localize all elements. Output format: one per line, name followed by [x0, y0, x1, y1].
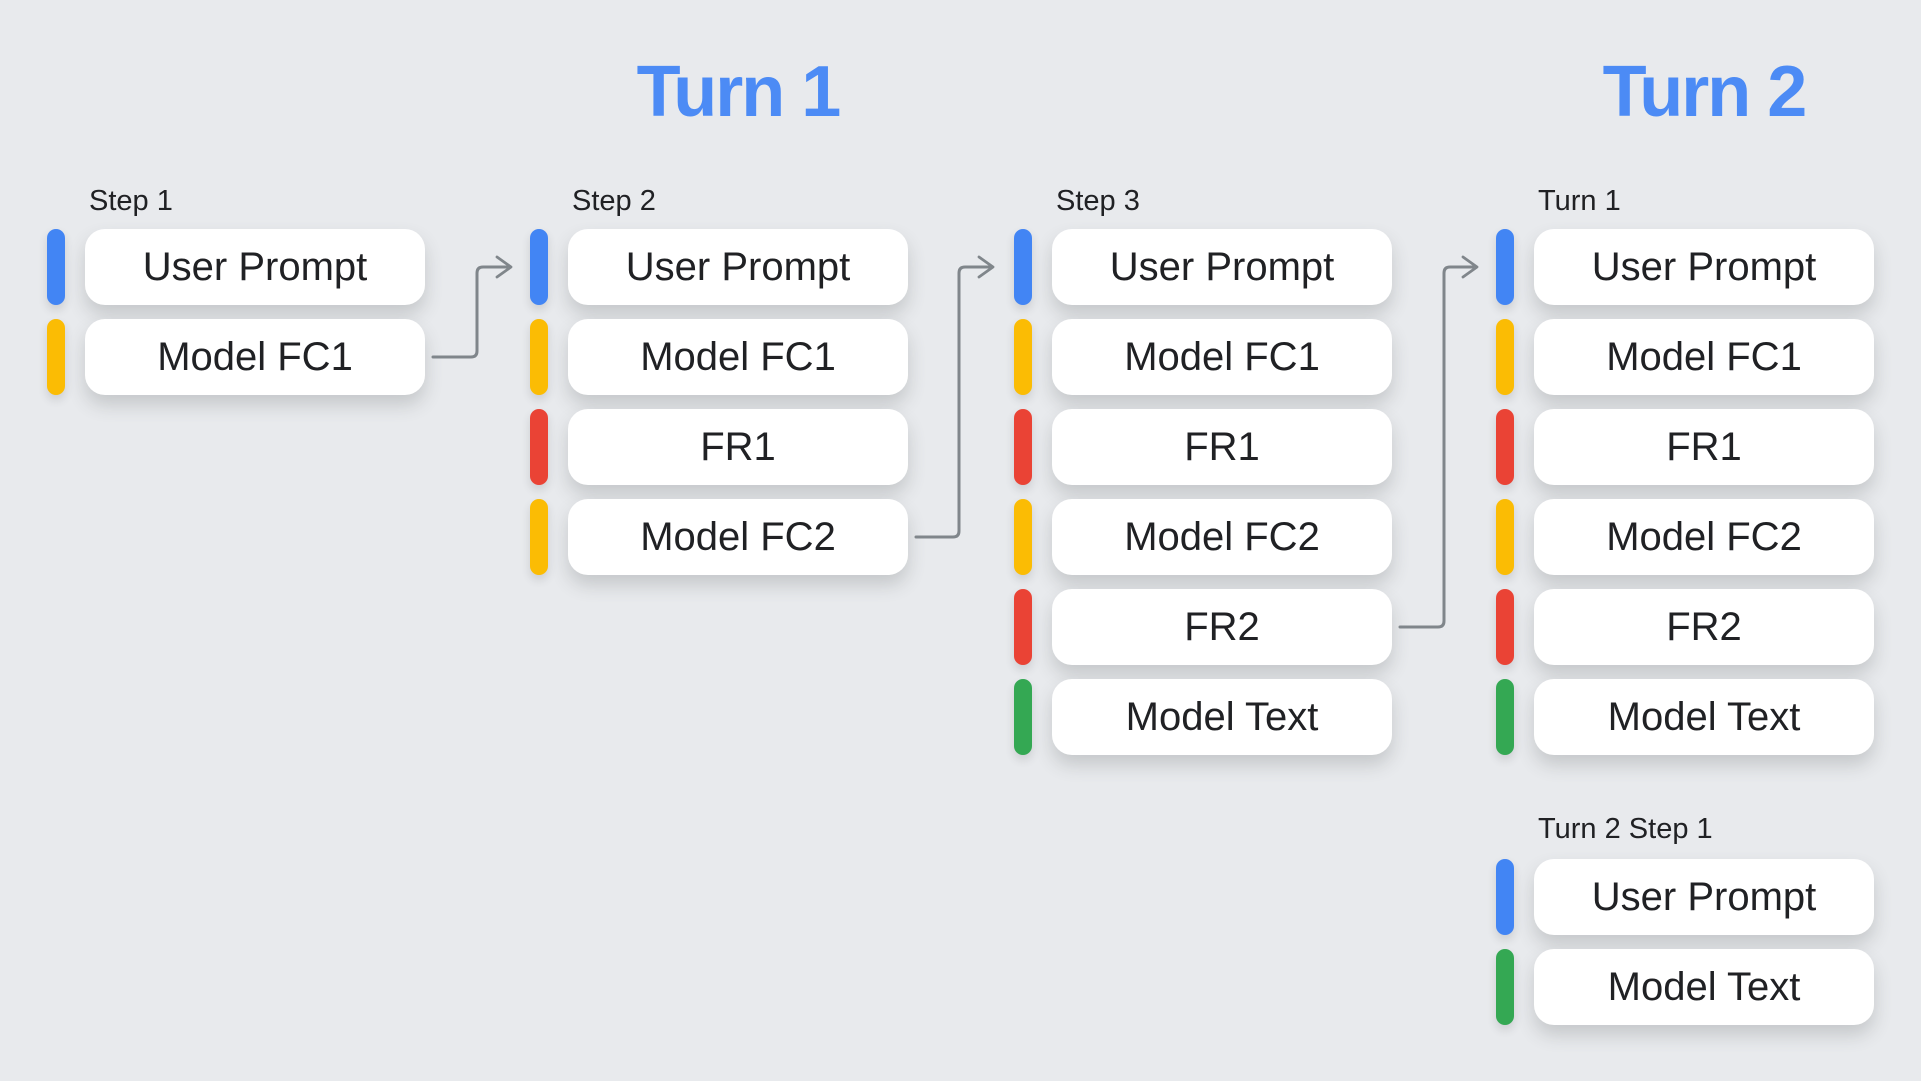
- model-fc-bar: [530, 499, 548, 575]
- arrow-step3-to-turn1: [1398, 265, 1475, 629]
- list-item: FR1: [530, 409, 908, 485]
- model-text-bar: [1014, 679, 1032, 755]
- turn-1-history-column: User Prompt Model FC1 FR1 Model FC2 FR2 …: [1496, 229, 1874, 755]
- arrowhead-step1-to-step2: [495, 255, 513, 279]
- list-item: FR1: [1496, 409, 1874, 485]
- user-prompt-card: User Prompt: [1534, 229, 1874, 305]
- model-text-bar: [1496, 949, 1514, 1025]
- list-item: User Prompt: [47, 229, 425, 305]
- function-response-bar: [1014, 409, 1032, 485]
- model-fc1-card: Model FC1: [85, 319, 425, 395]
- step-3-label: Step 3: [1056, 185, 1140, 217]
- step-2-label: Step 2: [572, 185, 656, 217]
- model-fc-bar: [1496, 319, 1514, 395]
- function-response-bar: [1496, 409, 1514, 485]
- function-response-bar: [530, 409, 548, 485]
- model-fc-bar: [530, 319, 548, 395]
- list-item: Model FC2: [1496, 499, 1874, 575]
- model-fc2-card: Model FC2: [568, 499, 908, 575]
- arrowhead-step2-to-step3: [977, 255, 995, 279]
- model-text-card: Model Text: [1052, 679, 1392, 755]
- model-fc2-card: Model FC2: [1052, 499, 1392, 575]
- list-item: User Prompt: [530, 229, 908, 305]
- model-fc-bar: [1496, 499, 1514, 575]
- user-prompt-bar: [1496, 229, 1514, 305]
- arrow-step1-to-step2: [431, 265, 509, 359]
- model-fc2-card: Model FC2: [1534, 499, 1874, 575]
- list-item: Model Text: [1014, 679, 1392, 755]
- model-fc1-card: Model FC1: [1052, 319, 1392, 395]
- list-item: Model Text: [1496, 949, 1874, 1025]
- model-fc-bar: [1014, 319, 1032, 395]
- user-prompt-bar: [47, 229, 65, 305]
- list-item: Model FC2: [530, 499, 908, 575]
- turn-1-title: Turn 1: [636, 52, 842, 132]
- list-item: Model FC1: [47, 319, 425, 395]
- model-text-card: Model Text: [1534, 679, 1874, 755]
- turn-2-step-1-column: User Prompt Model Text: [1496, 859, 1874, 1025]
- user-prompt-card: User Prompt: [85, 229, 425, 305]
- turn-1-column-label: Turn 1: [1538, 185, 1621, 217]
- model-fc1-card: Model FC1: [568, 319, 908, 395]
- model-fc-bar: [47, 319, 65, 395]
- list-item: Model FC1: [1496, 319, 1874, 395]
- user-prompt-card: User Prompt: [1534, 859, 1874, 935]
- step-3-column: User Prompt Model FC1 FR1 Model FC2 FR2 …: [1014, 229, 1392, 755]
- model-text-bar: [1496, 679, 1514, 755]
- list-item: User Prompt: [1014, 229, 1392, 305]
- fr2-card: FR2: [1534, 589, 1874, 665]
- model-fc1-card: Model FC1: [1534, 319, 1874, 395]
- list-item: User Prompt: [1496, 229, 1874, 305]
- user-prompt-bar: [1496, 859, 1514, 935]
- step-2-column: User Prompt Model FC1 FR1 Model FC2: [530, 229, 908, 575]
- fr1-card: FR1: [568, 409, 908, 485]
- user-prompt-bar: [1014, 229, 1032, 305]
- user-prompt-card: User Prompt: [1052, 229, 1392, 305]
- arrow-step2-to-step3: [914, 265, 991, 539]
- list-item: User Prompt: [1496, 859, 1874, 935]
- turn-2-title: Turn 2: [1602, 52, 1808, 132]
- user-prompt-bar: [530, 229, 548, 305]
- list-item: FR2: [1014, 589, 1392, 665]
- user-prompt-card: User Prompt: [568, 229, 908, 305]
- list-item: FR2: [1496, 589, 1874, 665]
- turn-2-step-1-label: Turn 2 Step 1: [1538, 813, 1713, 845]
- list-item: Model FC1: [1014, 319, 1392, 395]
- list-item: Model Text: [1496, 679, 1874, 755]
- arrowhead-step3-to-turn1: [1461, 255, 1479, 279]
- function-response-bar: [1014, 589, 1032, 665]
- list-item: FR1: [1014, 409, 1392, 485]
- step-1-column: User Prompt Model FC1: [47, 229, 425, 395]
- function-response-bar: [1496, 589, 1514, 665]
- step-1-label: Step 1: [89, 185, 173, 217]
- fr2-card: FR2: [1052, 589, 1392, 665]
- model-text-card: Model Text: [1534, 949, 1874, 1025]
- list-item: Model FC2: [1014, 499, 1392, 575]
- model-fc-bar: [1014, 499, 1032, 575]
- list-item: Model FC1: [530, 319, 908, 395]
- fr1-card: FR1: [1534, 409, 1874, 485]
- fr1-card: FR1: [1052, 409, 1392, 485]
